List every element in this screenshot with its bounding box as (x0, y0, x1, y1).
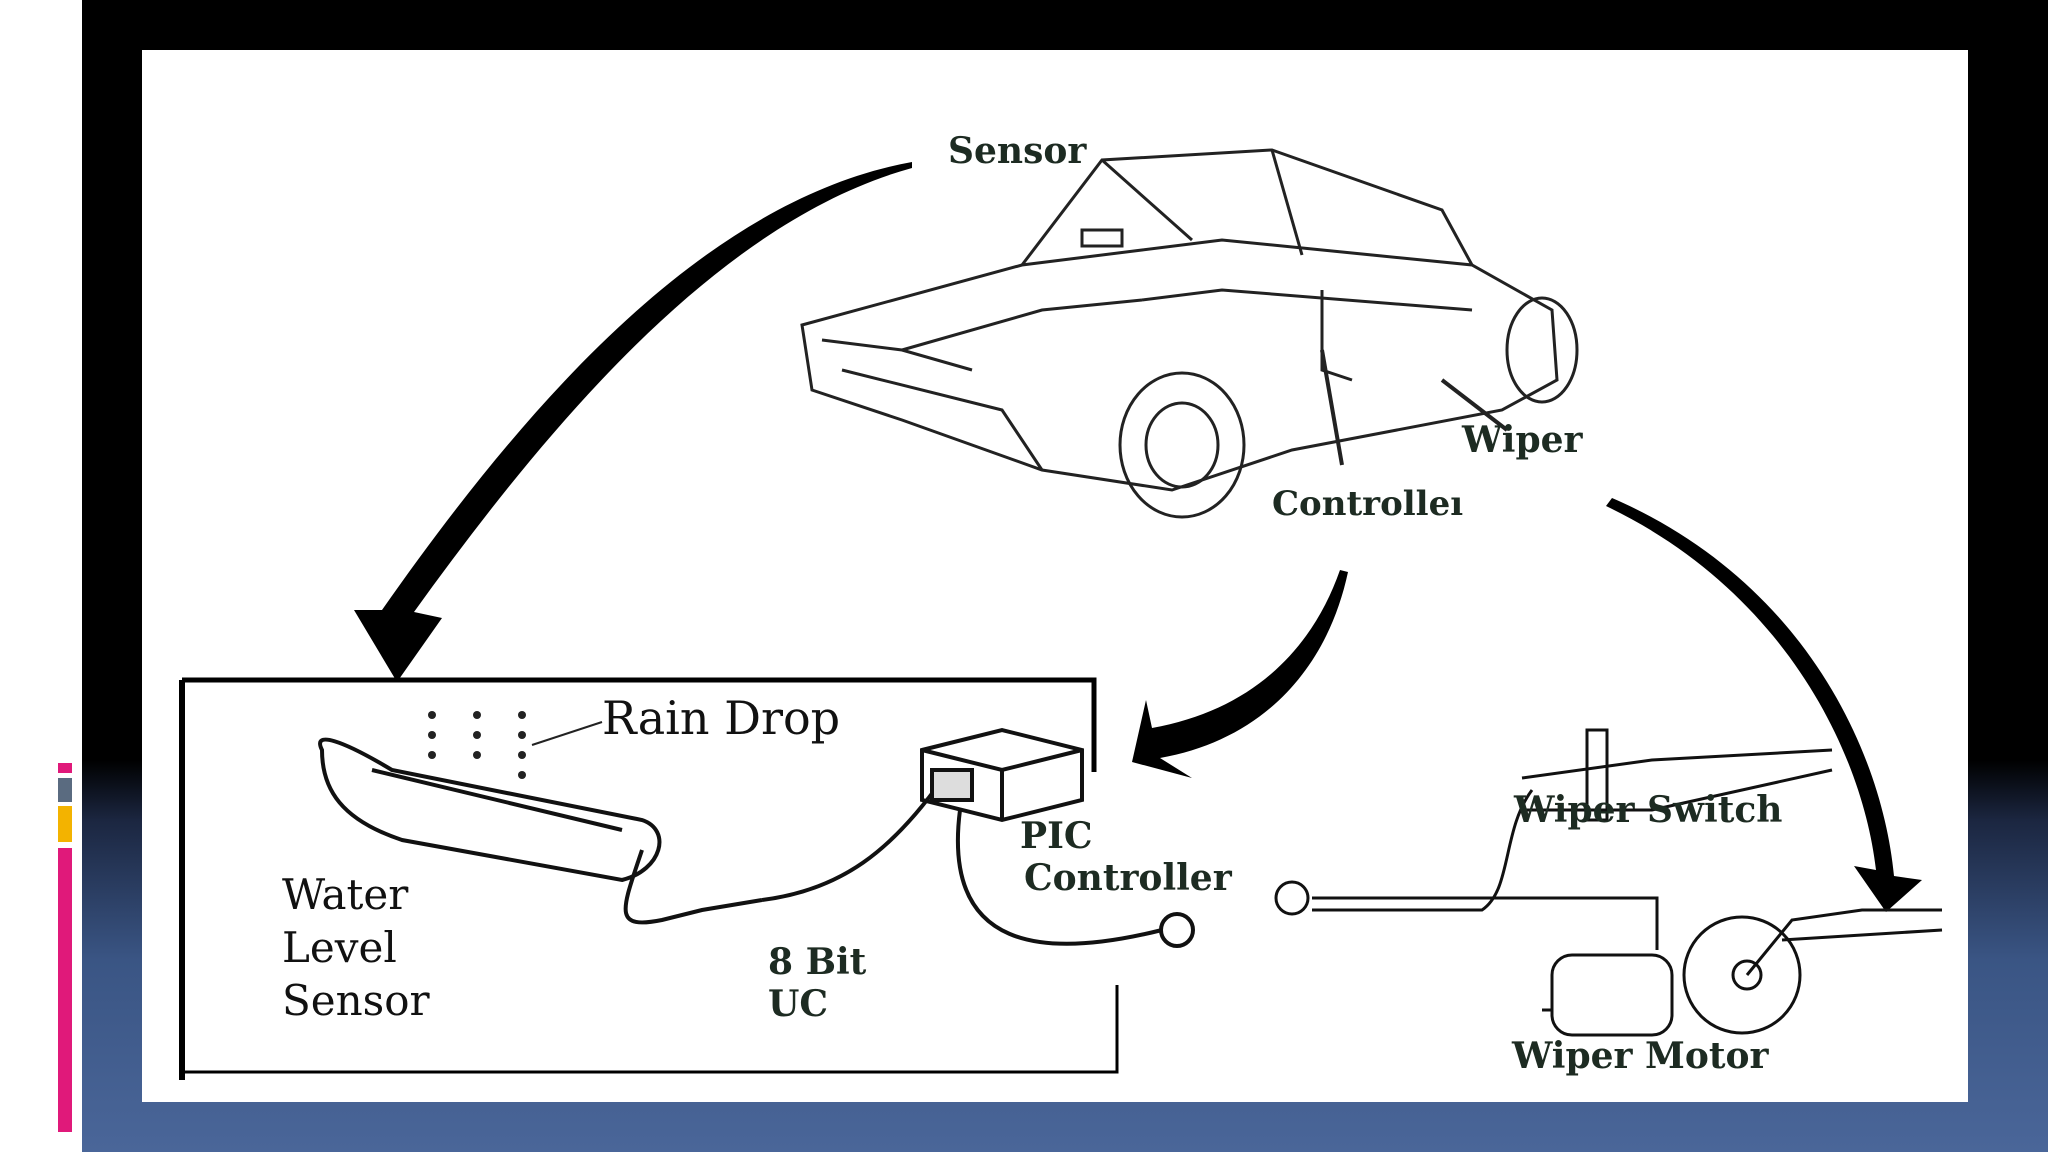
slide-decoration-icon (48, 112, 82, 176)
uc-label: UC (768, 983, 829, 1025)
water-level-sensor-drawing (318, 737, 944, 925)
accent-bar-pink-top (58, 763, 72, 773)
pic-label: PIC (1020, 815, 1093, 857)
controller-label: Controlleı (1272, 484, 1464, 524)
level-label: Level (282, 923, 397, 972)
system-frame (182, 677, 1097, 772)
wiper-motor-label: Wiper Motor (1512, 1035, 1769, 1077)
wiper-switch-label: Wiper Switch (1514, 789, 1783, 831)
wiper-label: Wiper (1462, 419, 1583, 461)
rain-drop-label: Rain Drop (602, 691, 841, 745)
wiper-motor-drawing (1312, 896, 1943, 1037)
water-label: Water (282, 870, 409, 919)
rain-drops (428, 711, 603, 779)
arrow-controller-to-pic (1132, 570, 1348, 778)
pic-controller-label: Controller (1024, 857, 1232, 899)
8-bit-label: 8 Bit (768, 941, 867, 983)
accent-bar-gold (58, 806, 72, 842)
arrow-car-to-wiper-motor (1606, 498, 1922, 912)
accent-bar-pink (58, 848, 72, 1132)
accent-bar-gray (58, 778, 72, 802)
rain-sensing-wiper-diagram (179, 148, 1943, 1080)
car-illustration (800, 148, 1579, 519)
sensor-label: Sensor (948, 130, 1087, 172)
diagram-panel: Sensor Wiper Controlleı Rain Drop Water … (142, 50, 1968, 1102)
pic-controller-box (920, 727, 1195, 948)
sensor-part-label: Sensor (282, 976, 430, 1025)
wiper-switch-drawing (1274, 728, 1833, 916)
arrow-sensor-to-water-sensor (354, 162, 912, 682)
